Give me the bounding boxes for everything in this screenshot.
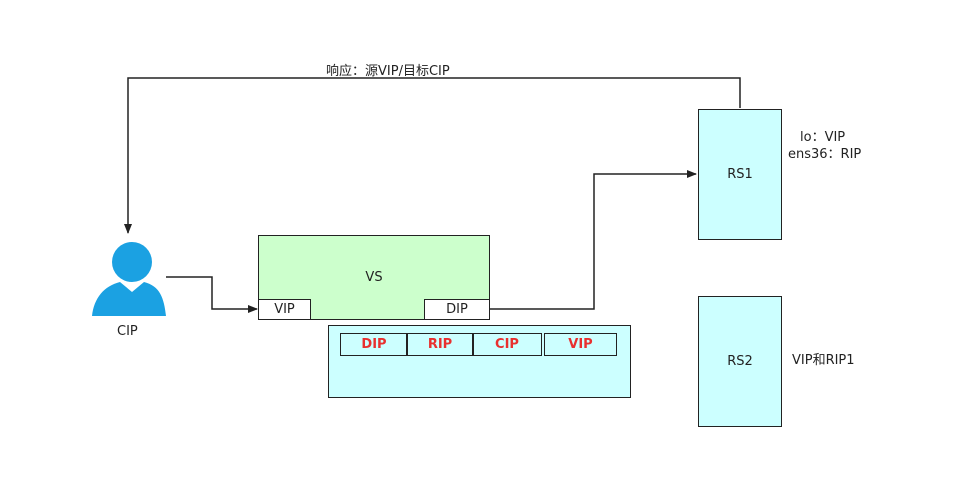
packet-box (328, 325, 631, 398)
response-label: 响应：源VIP/目标CIP (326, 64, 450, 79)
vs-label: VS (365, 270, 383, 285)
user-icon (92, 240, 166, 316)
rs1-response-arrow (124, 77, 741, 234)
packet-field-vip: VIP (544, 333, 617, 356)
vs-port-vip-label: VIP (274, 302, 295, 317)
client-to-vs-arrow (166, 276, 258, 313)
rs1-note-ens36: ens36：RIP (788, 147, 862, 162)
client-label: CIP (117, 324, 138, 339)
vs-port-dip: DIP (424, 299, 490, 320)
rs2-label: RS2 (727, 354, 753, 369)
rs1-label: RS1 (727, 167, 753, 182)
packet-field-dip: DIP (340, 333, 408, 356)
rs1-note-lo: lo：VIP (800, 130, 846, 145)
rs2-note: VIP和RIP1 (792, 353, 855, 368)
vs-port-dip-label: DIP (446, 302, 468, 317)
rs2-box: RS2 (698, 296, 782, 427)
packet-field-rip: RIP (406, 333, 474, 356)
vs-to-rs1-arrow (490, 170, 697, 310)
vs-port-vip: VIP (258, 299, 311, 320)
packet-field-cip: CIP (472, 333, 542, 356)
rs1-box: RS1 (698, 109, 782, 240)
